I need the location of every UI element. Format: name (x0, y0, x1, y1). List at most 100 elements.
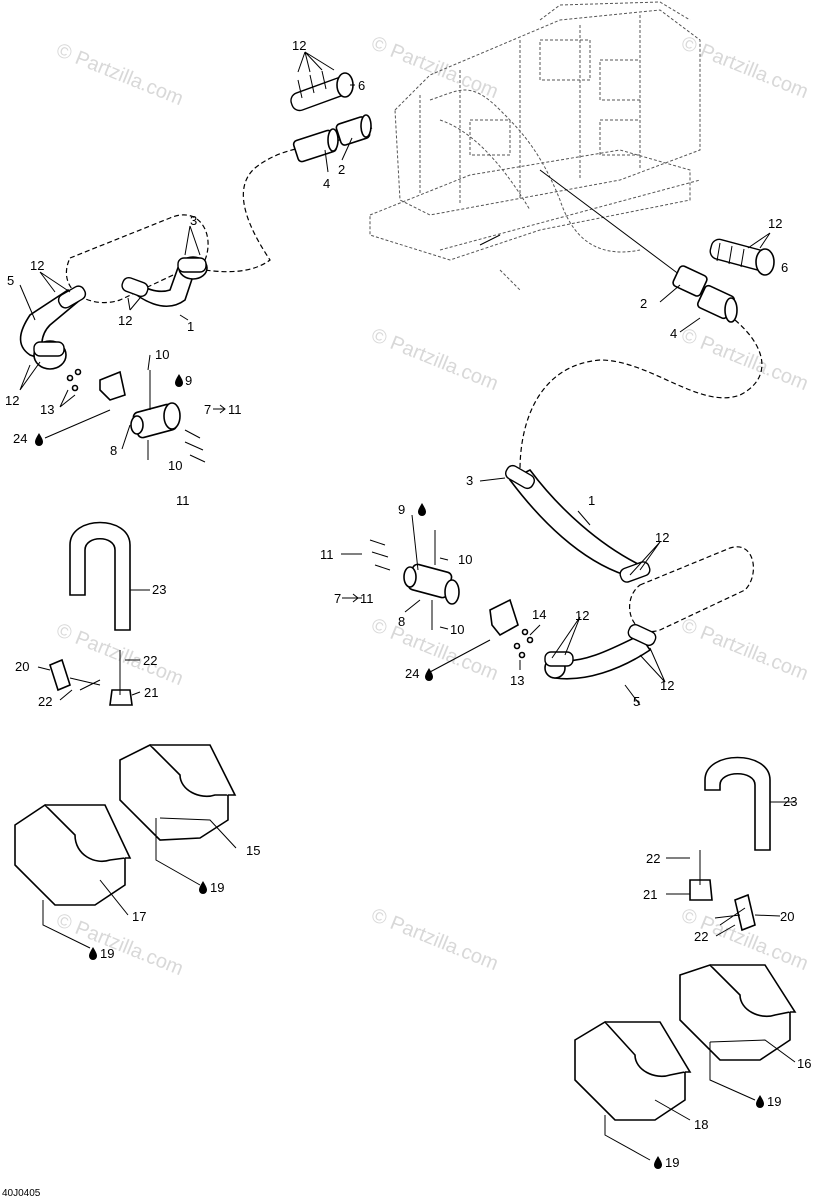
callout-3: 3 (466, 473, 473, 488)
callout-19: 19 (767, 1094, 781, 1109)
drop-icon (175, 374, 183, 387)
bracket-right (689, 850, 756, 932)
callout-9: 9 (185, 373, 192, 388)
callout-22: 22 (143, 653, 157, 668)
sleeve-4-top (292, 128, 339, 163)
watermark: © Partzilla.com (368, 614, 501, 685)
outlet-fitting-right (369, 530, 534, 659)
callout-12: 12 (30, 258, 44, 273)
watermark: © Partzilla.com (53, 909, 186, 980)
callout-19: 19 (210, 880, 224, 895)
clamp-set-top-right (709, 238, 775, 276)
callout-10: 10 (155, 347, 169, 362)
foam-block-15 (119, 744, 237, 841)
callout-22: 22 (646, 851, 660, 866)
callout-6: 6 (358, 78, 365, 93)
callout-9: 9 (398, 502, 405, 517)
callout-24: 24 (405, 666, 419, 681)
callout-12: 12 (5, 393, 19, 408)
callout-11: 11 (228, 402, 242, 417)
callout-11: 11 (360, 591, 374, 606)
callout-12: 12 (118, 313, 132, 328)
callout-8: 8 (398, 614, 405, 629)
callout-20: 20 (780, 909, 794, 924)
callout-3: 3 (190, 213, 197, 228)
callout-24: 24 (13, 431, 27, 446)
foam-block-17 (14, 803, 132, 906)
callout-18: 18 (694, 1117, 708, 1132)
drop-icon (199, 881, 207, 894)
callout-12: 12 (660, 678, 674, 693)
watermark: © Partzilla.com (368, 32, 501, 103)
callout-2: 2 (338, 162, 345, 177)
hose-route-right (519, 319, 763, 471)
callout-5: 5 (7, 273, 14, 288)
foam-block-16 (679, 964, 797, 1061)
strap-23-right (704, 756, 771, 851)
watermark: © Partzilla.com (368, 904, 501, 975)
foam-block-18 (574, 1020, 692, 1121)
diagram-code: 40J0405 (2, 1188, 41, 1199)
callout-1: 1 (588, 493, 595, 508)
bracket-left (49, 650, 133, 706)
leader-lines (19, 51, 796, 1161)
callout-19: 19 (100, 946, 114, 961)
watermark: © Partzilla.com (678, 614, 811, 685)
callout-4: 4 (323, 176, 330, 191)
drop-icon (89, 947, 97, 960)
callout-22: 22 (694, 929, 708, 944)
callout-13: 13 (510, 673, 524, 688)
sleeve-2-right (672, 265, 708, 297)
callout-labels: 12 6 4 2 3 12 5 12 1 10 9 12 7 11 13 24 … (2, 38, 811, 1199)
callout-19: 19 (665, 1155, 679, 1170)
callout-23: 23 (783, 794, 797, 809)
callout-23: 23 (152, 582, 166, 597)
strap-23-left (69, 521, 131, 631)
drop-icon (35, 433, 43, 446)
callout-12: 12 (575, 608, 589, 623)
callout-7: 7 (204, 402, 211, 417)
callout-13: 13 (40, 402, 54, 417)
watermark: © Partzilla.com (53, 39, 186, 110)
callout-12: 12 (292, 38, 306, 53)
watermark: © Partzilla.com (678, 324, 811, 395)
drop-icon (425, 668, 433, 681)
clamp-set-top-left (290, 70, 354, 112)
callout-5: 5 (633, 694, 640, 709)
watermark: © Partzilla.com (368, 324, 501, 395)
drop-icon (418, 503, 426, 516)
drop-icon (654, 1156, 662, 1169)
callout-8: 8 (110, 443, 117, 458)
callout-6: 6 (781, 260, 788, 275)
drop-icon (756, 1095, 764, 1108)
callout-11: 11 (176, 493, 190, 508)
sleeve-4-right (696, 284, 738, 323)
callout-1: 1 (187, 319, 194, 334)
callout-16: 16 (797, 1056, 811, 1071)
callout-21: 21 (643, 887, 657, 902)
callout-12: 12 (655, 530, 669, 545)
callout-20: 20 (15, 659, 29, 674)
callout-12: 12 (768, 216, 782, 231)
hose-line (479, 234, 501, 246)
callout-21: 21 (144, 685, 158, 700)
callout-10: 10 (450, 622, 464, 637)
hose-line (539, 169, 681, 276)
arrows (213, 404, 359, 603)
callout-14: 14 (532, 607, 546, 622)
callout-11: 11 (320, 547, 334, 562)
callout-17: 17 (132, 909, 146, 924)
watermark: © Partzilla.com (678, 32, 811, 103)
callout-4: 4 (670, 326, 677, 341)
callout-7: 7 (334, 591, 341, 606)
callout-15: 15 (246, 843, 260, 858)
callout-2: 2 (640, 296, 647, 311)
callout-10: 10 (168, 458, 182, 473)
sleeve-2-top (335, 114, 372, 146)
callout-10: 10 (458, 552, 472, 567)
muffler-left (19, 214, 209, 370)
engine-outline (369, 1, 701, 291)
outlet-fitting-left (66, 368, 206, 463)
muffler-right (505, 464, 754, 680)
